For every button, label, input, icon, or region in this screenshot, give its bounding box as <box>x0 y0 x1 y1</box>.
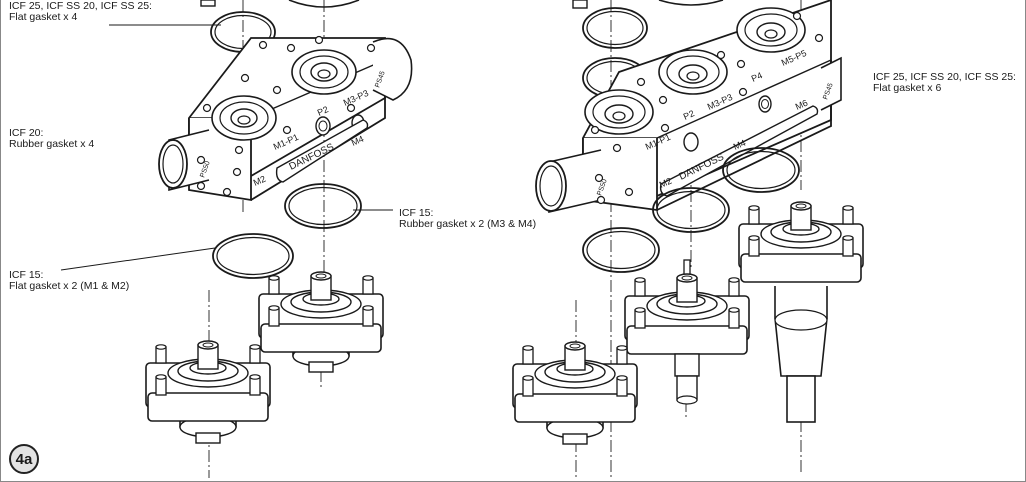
left-module-upper <box>258 271 384 373</box>
left-gaskets <box>212 183 362 279</box>
right-module-tall <box>738 201 864 423</box>
callout-line: Rubber gasket x 4 <box>9 138 95 150</box>
port-label: M2 <box>252 174 268 188</box>
callout-flat-gasket-x6: ICF 25, ICF SS 20, ICF SS 25: Flat gaske… <box>873 72 1016 94</box>
callout-line: ICF 15: <box>399 207 434 219</box>
right-gaskets <box>582 147 800 273</box>
callout-line: Flat gasket x 6 <box>873 82 942 94</box>
callout-rubber-gasket-x4: ICF 20: Rubber gasket x 4 <box>9 128 94 150</box>
port-label: P2 <box>316 104 330 118</box>
callout-flat-gasket-m1-m2: ICF 15: Flat gasket x 2 (M1 & M2) <box>9 270 129 292</box>
port-label: M6 <box>794 98 810 112</box>
left-module-lower <box>145 340 271 444</box>
right-assembly-drawing <box>535 0 842 214</box>
port-label: M4 <box>350 134 366 148</box>
figure-badge: 4a <box>9 444 39 474</box>
port-label: P4 <box>750 70 764 84</box>
callout-line: ICF 15: <box>9 269 44 281</box>
port-label: M2 <box>658 176 674 190</box>
callout-line: ICF 20: <box>9 127 44 139</box>
callout-line: ICF 25, ICF SS 20, ICF SS 25: <box>873 71 1016 83</box>
left-assembly-drawing <box>158 0 413 202</box>
callout-line: Rubber gasket x 2 (M3 & M4) <box>399 218 537 230</box>
callout-line: ICF 25, ICF SS 20, ICF SS 25: <box>9 0 152 12</box>
port-label: P2 <box>682 108 696 122</box>
callout-rubber-gasket-m3-m4: ICF 15: Rubber gasket x 2 (M3 & M4) <box>399 208 536 230</box>
right-module-lower <box>512 341 638 445</box>
right-module-middle <box>624 259 750 405</box>
callout-line: Flat gasket x 2 (M1 & M2) <box>9 280 130 292</box>
callout-flat-gasket-x4: ICF 25, ICF SS 20, ICF SS 25: Flat gaske… <box>9 1 152 23</box>
callout-line: Flat gasket x 4 <box>9 11 78 23</box>
port-label: M4 <box>732 138 748 152</box>
